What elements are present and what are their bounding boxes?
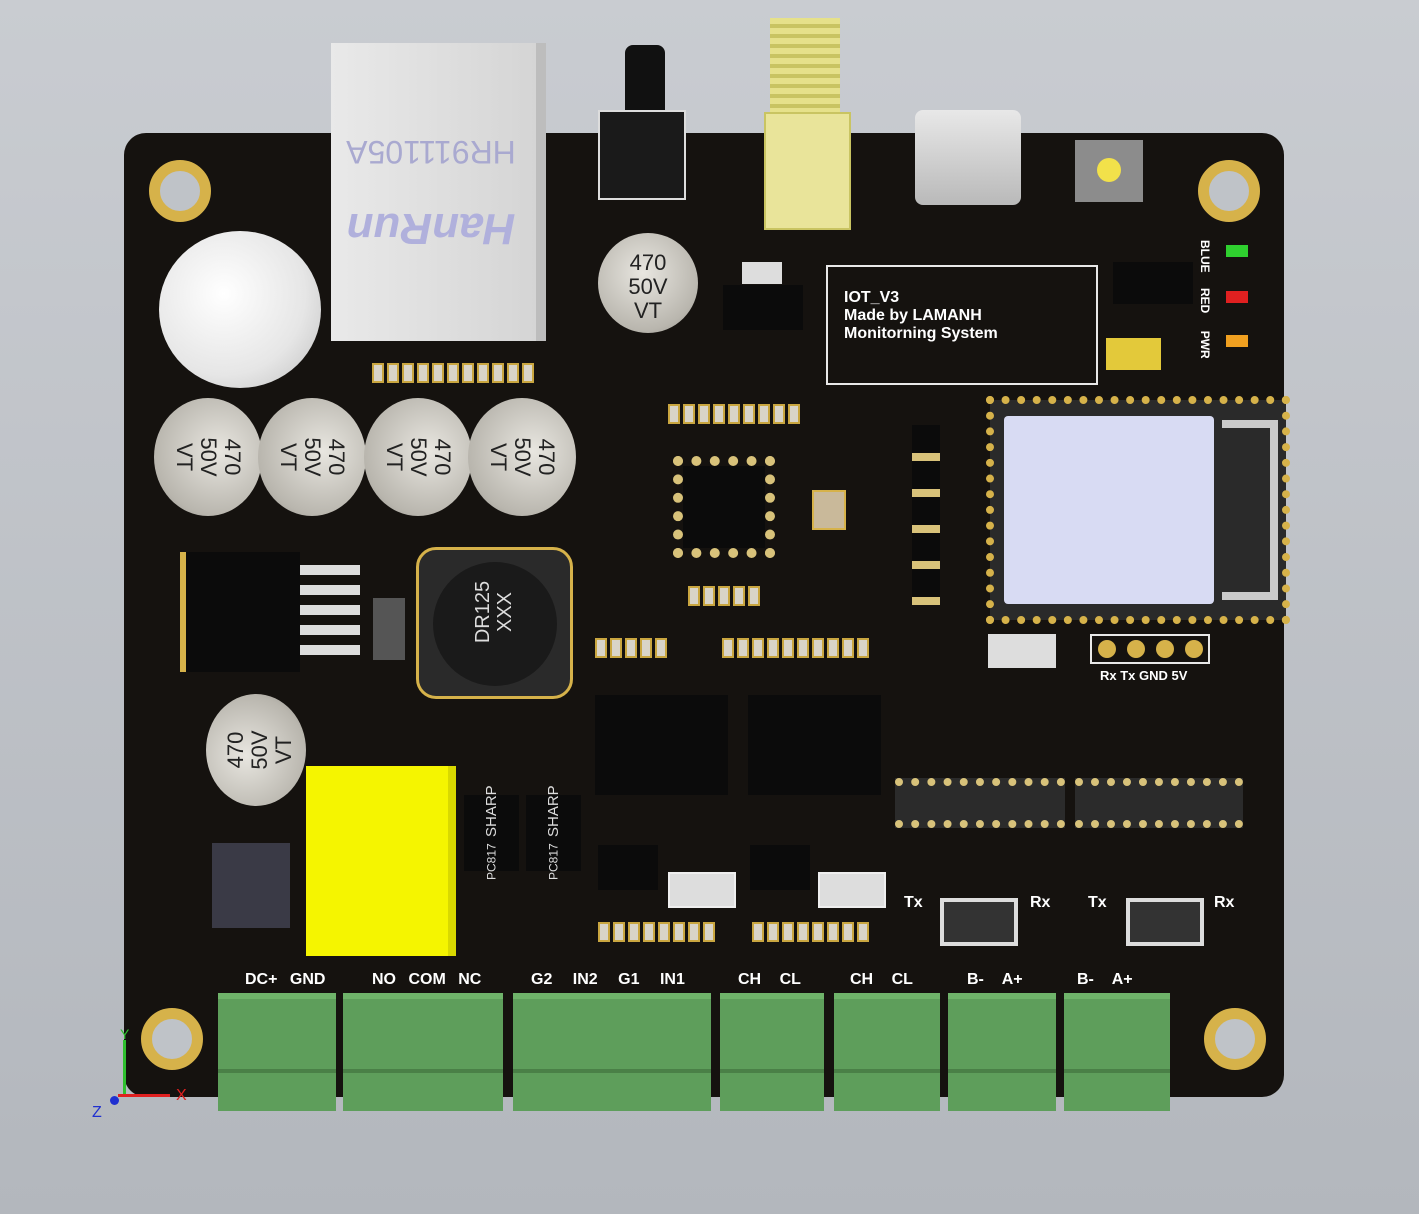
driver-ic [595,695,728,795]
rs-label-rx: Rx [1030,894,1051,911]
uart-label: Rx Tx GND 5V [1100,668,1188,683]
z-axis-label: Z [92,1104,102,1121]
y-axis-icon [123,1040,126,1096]
tantalum-capacitor [1106,338,1161,370]
led-blue [1226,245,1248,257]
small-ic [750,845,810,890]
jumper[interactable] [818,872,886,908]
resistor-array [595,638,667,658]
mounting-hole [1204,1008,1266,1070]
relay [306,766,456,956]
terminal-label: DC+ GND [245,971,326,988]
mounting-hole [1198,160,1260,222]
resistor-array [372,363,534,383]
x-axis-icon [118,1094,170,1097]
rj45-connector: HR911105A HanRun [331,43,546,341]
push-button[interactable] [598,110,686,200]
microcontroller [673,456,775,558]
z-axis-icon [110,1096,119,1105]
ldo-regulator [1113,262,1193,304]
terminal-block-inputs[interactable] [513,993,711,1111]
mounting-hole [141,1008,203,1070]
power-inductor: DR125 XXX [416,547,573,699]
d2pak-regulator [180,552,300,672]
led-labels: BLUE RED PWR [1198,240,1212,359]
led-red [1226,291,1248,303]
driver-ic [748,695,881,795]
module-shield [1004,416,1214,604]
terminal-label: G2 IN2 G1 IN1 [531,971,685,988]
terminal-block-can1[interactable] [720,993,824,1111]
small-ic [598,845,658,890]
wifi-module [986,396,1290,624]
rs-label-tx: Tx [904,894,923,911]
resistor-array [722,638,869,658]
antenna-trace [1222,420,1278,600]
smd-inductor [212,843,290,928]
y-axis-label: Y [120,1026,130,1042]
board-description: Monitorning System [844,325,998,342]
mounting-hole [149,160,211,222]
buzzer [159,231,321,388]
transceiver-ic [1075,778,1243,828]
reset-button[interactable] [1075,140,1143,202]
board-name: IOT_V3 [844,289,900,306]
rj45-brand: HanRun [346,204,516,253]
tvs-diode [940,898,1018,946]
schottky-diode [373,598,405,660]
jumper[interactable] [668,872,736,908]
terminal-label: NO COM NC [372,971,482,988]
title-block: IOT_V3 Made by LAMANH Monitorning System [826,265,1098,385]
resistor-array [598,922,715,942]
tvs-diode [1126,898,1204,946]
uart-header [1090,634,1210,664]
rs-label-rx: Rx [1214,894,1235,911]
led-pwr [1226,335,1248,347]
rs-label-tx: Tx [1088,894,1107,911]
regulator-leads [300,565,360,660]
terminal-block-power[interactable] [218,993,336,1111]
terminal-block-rs485-2[interactable] [1064,993,1170,1111]
inductor-label: DR125 [472,580,494,644]
jumper[interactable] [988,634,1056,668]
rj45-part: HR911105A [346,134,516,170]
terminal-block-can2[interactable] [834,993,940,1111]
voltage-regulator [723,285,803,330]
transceiver-ic [895,778,1065,828]
board-author: Made by LAMANH [844,307,982,324]
inductor-value: XXX [494,591,516,633]
terminal-label: B- A+ [1077,971,1133,988]
sma-antenna-connector [764,112,851,230]
resistor-array [752,922,869,942]
diode-array [912,425,940,605]
crystal [812,490,846,530]
resistor-array [668,404,800,424]
terminal-block-rs485-1[interactable] [948,993,1056,1111]
terminal-label: B- A+ [967,971,1023,988]
terminal-label: CH CL [850,971,913,988]
sma-thread [770,18,840,118]
x-axis-label: X [176,1087,187,1104]
usb-c-connector[interactable] [915,110,1021,205]
terminal-block-relay[interactable] [343,993,503,1111]
regulator-tab [742,262,782,284]
resistor-array [688,586,760,606]
terminal-label: CH CL [738,971,801,988]
